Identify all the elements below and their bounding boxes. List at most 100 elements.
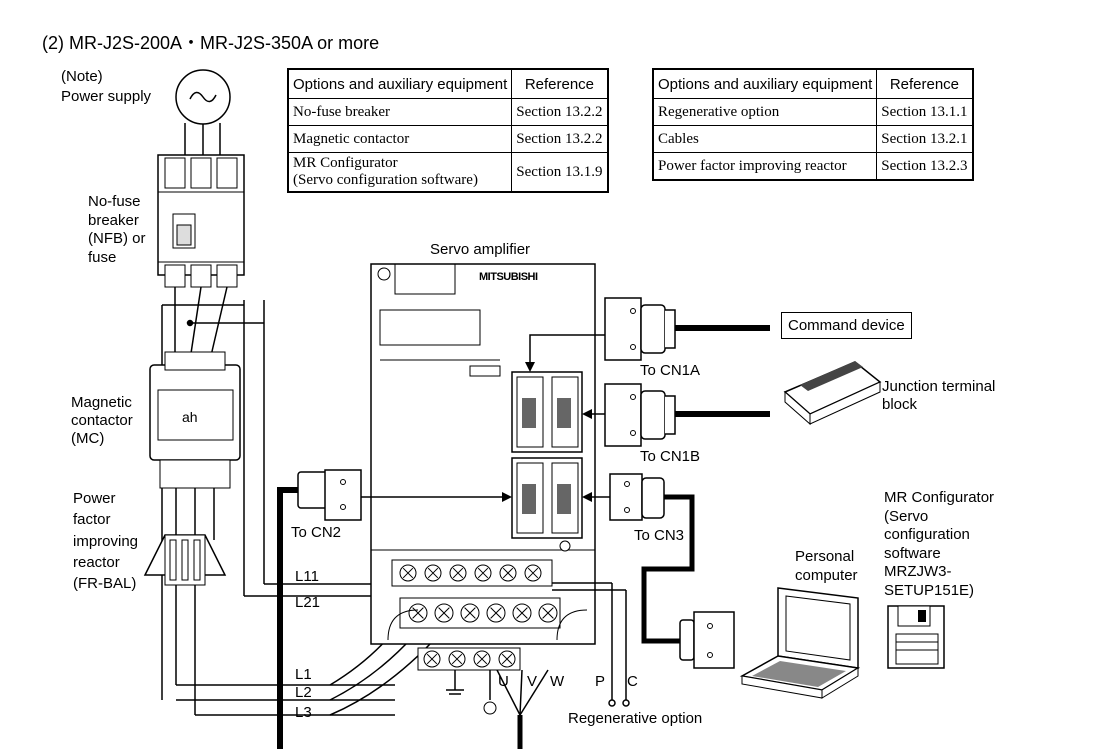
table-row: Magnetic contactor Section 13.2.2 — [287, 125, 609, 153]
table-row: Regenerative option Section 13.1.1 — [652, 98, 974, 126]
servo-amplifier-label: Servo amplifier — [430, 241, 531, 258]
to-cn1a-label: To CN1A — [640, 362, 701, 379]
table2-header-item: Options and auxiliary equipment — [652, 68, 878, 99]
table1-ref: Section 13.1.9 — [511, 152, 609, 193]
terminal-screw-cross — [516, 607, 528, 619]
terminal-screw-cross — [412, 607, 424, 619]
table2-item: Regenerative option — [652, 98, 878, 126]
to-cn3-label: To CN3 — [634, 527, 685, 544]
terminal-screw-cross — [477, 567, 489, 579]
command-device-label: Command device — [788, 317, 905, 334]
reactor-label-line: improving — [73, 533, 139, 550]
table1-item-multiline: MR Configurator (Servo configuration sof… — [287, 152, 513, 193]
l1-label: L1 — [295, 666, 312, 683]
l3-label: L3 — [295, 704, 312, 721]
mr-config-label-line: configuration — [884, 526, 970, 543]
to-cn2-label: To CN2 — [291, 524, 342, 541]
mr-config-label-line: SETUP151E) — [884, 582, 975, 599]
mr-config-label-line: MRZJW3- — [884, 563, 952, 580]
terminal-screw-cross — [502, 567, 514, 579]
page-title: (2) MR-J2S-200A・MR-J2S-350A or more — [42, 33, 380, 53]
table-row: Cables Section 13.2.1 — [652, 125, 974, 153]
table1-ref: Section 13.2.2 — [511, 125, 609, 153]
table2-ref: Section 13.1.1 — [876, 98, 974, 126]
table1-item-line2: (Servo configuration software) — [293, 172, 478, 188]
reactor-label-line: Power — [73, 490, 116, 507]
table1-header-ref: Reference — [511, 68, 609, 99]
power-supply-symbol — [175, 69, 231, 155]
terminal-screw-cross — [451, 653, 463, 665]
mr-config-label-line: MR Configurator — [884, 489, 995, 506]
terminal-screw-cross — [542, 607, 554, 619]
cn3-plug — [582, 473, 735, 669]
reactor-label-line: (FR-BAL) — [73, 575, 137, 592]
nfb-label-line: fuse — [88, 249, 117, 266]
magnetic-contactor-icon: ah — [149, 351, 241, 489]
table1-item-line1: MR Configurator — [293, 155, 398, 171]
regen-option-label: Regenerative option — [568, 710, 703, 727]
command-device-box: Command device — [781, 312, 912, 339]
brand-logo: MITSUBISHI — [479, 271, 538, 283]
pc-label-line: computer — [795, 567, 858, 584]
terminal-screw-cross — [438, 607, 450, 619]
cn1-connectors — [511, 371, 583, 552]
table2-ref: Section 13.2.1 — [876, 125, 974, 153]
table1-header-item: Options and auxiliary equipment — [287, 68, 513, 99]
supply-wires — [161, 286, 395, 700]
table2-ref: Section 13.2.3 — [876, 152, 974, 181]
table2-item: Power factor improving reactor — [652, 152, 878, 181]
servo-amplifier-body — [370, 263, 596, 645]
nfb-label-line: breaker — [88, 212, 139, 229]
table-row: Power factor improving reactor Section 1… — [652, 152, 974, 181]
no-fuse-breaker-icon — [157, 154, 245, 288]
svg-text:ah: ah — [182, 409, 198, 425]
to-cn1b-label: To CN1B — [640, 448, 701, 465]
junction-label-line: Junction terminal — [882, 378, 996, 395]
mc-label-line: contactor — [71, 412, 133, 429]
table1-item: No-fuse breaker — [287, 98, 513, 126]
terminal-screw-cross — [452, 567, 464, 579]
power-supply-label: Power supply — [61, 88, 152, 105]
table2-item: Cables — [652, 125, 878, 153]
mr-config-label-line: (Servo — [884, 508, 929, 525]
terminal-blocks — [387, 559, 588, 671]
table1-item: Magnetic contactor — [287, 125, 513, 153]
reactor-label-line: reactor — [73, 554, 120, 571]
c-label: C — [627, 673, 638, 690]
junction-label-line: block — [882, 396, 918, 413]
terminal-screw-cross — [476, 653, 488, 665]
cn2-plug — [297, 469, 512, 521]
table1-ref: Section 13.2.2 — [511, 98, 609, 126]
reactor-icon — [143, 534, 227, 586]
terminal-screw-cross — [426, 653, 438, 665]
terminal-screw-cross — [490, 607, 502, 619]
cn1b-plug — [582, 383, 770, 447]
mc-label-line: (MC) — [71, 430, 105, 447]
p-label: P — [595, 673, 606, 690]
laptop-icon — [739, 587, 861, 699]
mr-config-label-line: software — [884, 545, 941, 562]
floppy-disk-icon — [887, 605, 945, 669]
mc-label-line: Magnetic — [71, 394, 132, 411]
note-label: (Note) — [61, 68, 103, 85]
nfb-label-line: (NFB) or — [88, 230, 146, 247]
l21-label: L21 — [295, 594, 321, 611]
w-label: W — [550, 673, 565, 690]
table-row: MR Configurator (Servo configuration sof… — [287, 152, 609, 193]
reactor-label-line: factor — [73, 511, 111, 528]
l2-label: L2 — [295, 684, 312, 701]
terminal-screw-cross — [427, 567, 439, 579]
table-row: No-fuse breaker Section 13.2.2 — [287, 98, 609, 126]
u-label: U — [498, 673, 509, 690]
terminal-screw-cross — [402, 567, 414, 579]
reference-table-1: Options and auxiliary equipment Referenc… — [287, 68, 609, 193]
reference-table-2: Options and auxiliary equipment Referenc… — [652, 68, 974, 181]
nfb-label-line: No-fuse — [88, 193, 141, 210]
pc-label-line: Personal — [795, 548, 855, 565]
table2-header-ref: Reference — [876, 68, 974, 99]
v-label: V — [527, 673, 538, 690]
terminal-screw-cross — [527, 567, 539, 579]
l11-label: L11 — [295, 568, 319, 585]
